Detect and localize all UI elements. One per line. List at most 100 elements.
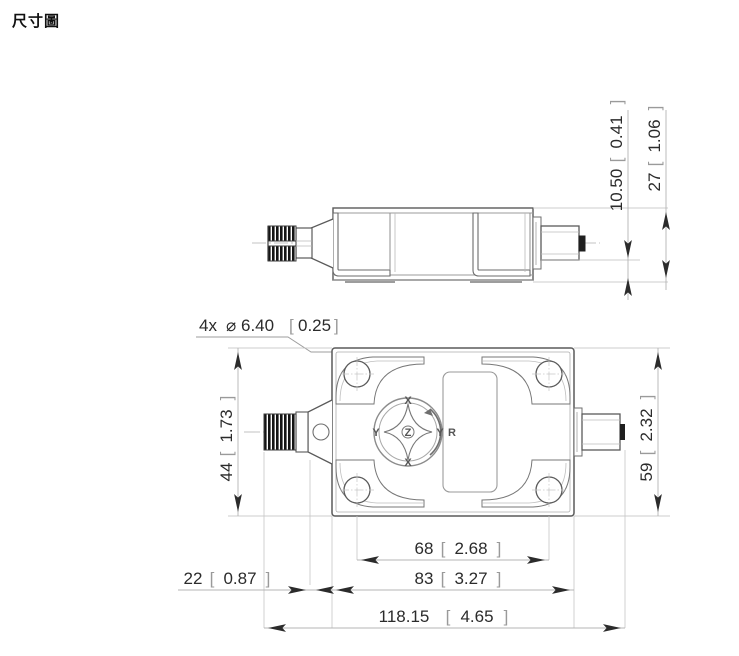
dim-bracket-close-68: ] <box>497 539 502 558</box>
side-view-connector-flange <box>532 216 542 270</box>
side-view-thread-upper <box>267 225 297 242</box>
page-title: 尺寸圖 <box>12 13 61 30</box>
compass-label-x-bottom: X <box>404 457 412 469</box>
mount-pad-bottom-right <box>481 459 571 508</box>
dim-arrow-118-right <box>603 624 621 632</box>
dim-bracket-open-59: [ <box>637 450 656 455</box>
side-view-connector-barrel <box>540 225 580 261</box>
callout-bracket-open: [ <box>289 316 294 335</box>
side-view-gland-barrel <box>295 227 313 259</box>
dim-arrow-22-outside-right <box>316 586 334 594</box>
dim-alt-44: 1.73 <box>217 409 236 442</box>
dim-alt-27: 1.06 <box>645 119 664 152</box>
compass-label-rotation: R <box>448 427 456 439</box>
dim-length-68: 68 [ 2.68 ] <box>357 539 549 564</box>
dim-alt-10-50: 0.41 <box>607 115 626 148</box>
dim-arrow-44-bottom <box>234 494 242 512</box>
dim-arrow-83-left <box>336 586 354 594</box>
dim-bracket-close-59: ] <box>637 395 656 400</box>
compass-label-z-center: Z <box>405 427 412 439</box>
dim-bracket-close-118: ] <box>504 607 509 626</box>
callout-leader-shelf <box>196 336 341 353</box>
compass-label-x-top: X <box>404 395 412 407</box>
mount-pad-top-right <box>481 356 571 405</box>
side-view <box>252 207 600 283</box>
dim-width-59: 59 [ 2.32 ] <box>637 348 662 516</box>
dim-alt-83: 3.27 <box>454 569 487 588</box>
compass-label-y-right: Y <box>436 427 444 439</box>
top-view-label-pocket <box>442 371 498 493</box>
dim-text-22: 22 <box>184 569 203 588</box>
dim-bracket-close-27: ] <box>645 106 664 111</box>
diameter-icon: ⌀ <box>226 316 236 335</box>
dim-length-83: 83 [ 3.27 ] <box>332 569 574 594</box>
dim-arrow-22-outside-left <box>288 586 306 594</box>
dim-arrow-44-top <box>234 352 242 370</box>
side-view-body <box>332 207 534 281</box>
dim-overall-118-15: 118.15 [ 4.65 ] <box>264 607 625 632</box>
dim-bracket-close-83: ] <box>497 569 502 588</box>
callout-alt-value: 0.25 <box>298 316 331 335</box>
dim-width-44: 44 [ 1.73 ] <box>217 348 242 516</box>
callout-value: 6.40 <box>241 316 274 335</box>
dim-text-68: 68 <box>415 539 434 558</box>
compass-label-y-left: Y <box>372 427 380 439</box>
dim-text-27: 27 <box>645 173 664 192</box>
dim-text-118-15: 118.15 <box>379 607 430 626</box>
dim-text-10-50: 10.50 <box>607 169 626 212</box>
dim-arrow-59-top <box>654 352 662 370</box>
dim-text-44: 44 <box>217 463 236 482</box>
dim-bracket-open-22: [ <box>210 569 215 588</box>
mount-pad-bottom-left <box>335 459 425 508</box>
dim-height-27: 27 [ 1.06 ] <box>645 106 670 290</box>
top-view-gland-thread <box>263 413 297 451</box>
top-view-gland-barrel <box>295 411 309 453</box>
callout-bracket-close: ] <box>334 316 339 335</box>
side-view-thread-lower <box>267 245 297 262</box>
dim-alt-68: 2.68 <box>454 539 487 558</box>
dim-bracket-open-118: [ <box>446 607 451 626</box>
dim-bracket-open-27: [ <box>645 161 664 166</box>
dim-text-59: 59 <box>637 463 656 482</box>
dim-bracket-close-10-50: ] <box>607 100 626 105</box>
dim-bracket-close-44: ] <box>217 396 236 401</box>
compass-rotation-arrowhead <box>424 409 433 416</box>
side-view-dimensions: 10.50 [ 0.41 ] 27 [ 1.06 ] <box>533 100 670 300</box>
dim-text-83: 83 <box>415 569 434 588</box>
top-view-connector-flange <box>573 407 583 457</box>
compass-outer-circle <box>373 397 443 467</box>
top-view-body-inner-outline <box>335 351 571 513</box>
dim-arrow-118-left <box>268 624 286 632</box>
dim-arrow-10-50-bottom <box>624 278 632 296</box>
dim-arrow-68-left <box>361 556 379 564</box>
side-view-gland-cone <box>310 218 334 269</box>
compass-inner-circle <box>378 402 438 462</box>
top-view-connector-pin <box>620 424 625 440</box>
top-view-connector-barrel <box>581 413 621 451</box>
dim-alt-59: 2.32 <box>637 408 656 441</box>
dim-arrow-10-50-top <box>624 240 632 258</box>
dim-arrow-68-right <box>527 556 545 564</box>
hole-callout: 4x ⌀ 6.40 [ 0.25 ] <box>196 316 353 364</box>
dim-bracket-close-22: ] <box>266 569 271 588</box>
compass-rotation-arc <box>429 408 442 456</box>
top-view: X X Y Y Z R <box>244 347 625 517</box>
mount-pad-top-left <box>335 356 425 405</box>
dim-bracket-open-10-50: [ <box>607 157 626 162</box>
dim-arrow-59-bottom <box>654 494 662 512</box>
dim-arrow-83-right <box>552 586 570 594</box>
dim-arrow-27-top <box>662 212 670 230</box>
dim-alt-22: 0.87 <box>223 569 256 588</box>
side-view-connector-pin <box>578 235 586 252</box>
dim-height-10-50: 10.50 [ 0.41 ] <box>607 100 632 300</box>
dim-alt-118-15: 4.65 <box>460 607 493 626</box>
axis-orientation-compass: X X Y Y Z R <box>372 395 456 469</box>
dim-bracket-open-68: [ <box>441 539 446 558</box>
dim-arrow-27-bottom <box>662 260 670 278</box>
compass-hub <box>401 425 415 439</box>
callout-count: 4x <box>199 316 217 335</box>
dim-bracket-open-83: [ <box>441 569 446 588</box>
dim-offset-22: 22 [ 0.87 ] <box>178 569 334 594</box>
top-view-dimensions: 44 [ 1.73 ] 59 [ 2.32 ] <box>178 347 670 632</box>
